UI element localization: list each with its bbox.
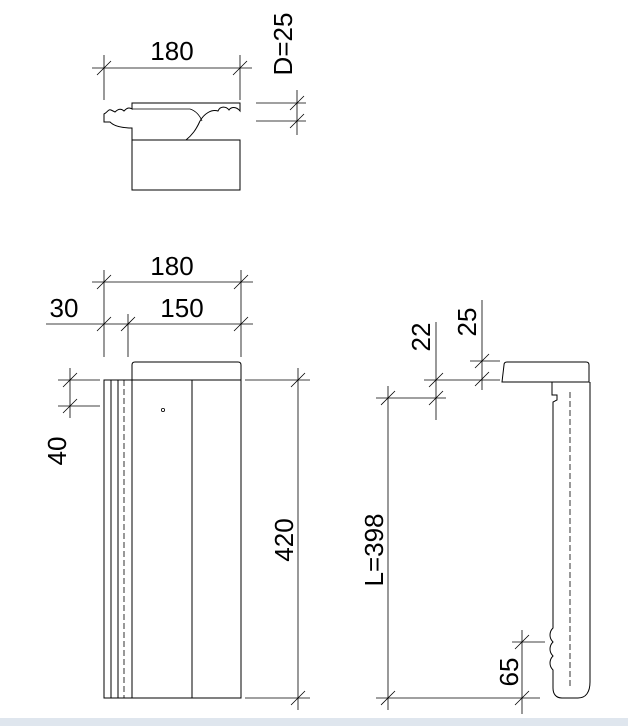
- side-dim-25-tick-2: [474, 371, 490, 387]
- side-dim-22-label: 22: [406, 323, 436, 352]
- top-depth-tick-top: [289, 95, 305, 111]
- side-bottom-label: 65: [494, 658, 524, 687]
- top-width-tick-left: [96, 60, 112, 76]
- side-view: 22 25 L=398 65: [359, 300, 591, 714]
- top-width-tick-right: [232, 60, 248, 76]
- front-width-label: 180: [150, 251, 193, 281]
- bottom-bar: [0, 718, 628, 726]
- top-view-profile: [103, 102, 241, 141]
- front-split-tick-3: [233, 316, 249, 332]
- front-view-hole: [160, 407, 165, 412]
- top-view: 180 D=25: [92, 13, 306, 191]
- front-split-tick-1: [96, 316, 112, 332]
- side-view-body: [549, 382, 591, 699]
- top-view-body: [131, 139, 241, 191]
- side-bottom-tick-top: [514, 634, 530, 650]
- front-right-part-label: 150: [160, 293, 203, 323]
- front-height-tick-top: [290, 372, 306, 388]
- front-offset-tick-bottom: [62, 398, 78, 414]
- front-width-tick-left: [96, 274, 112, 290]
- side-bottom-tick-bottom: [514, 690, 530, 706]
- side-length-label: L=398: [359, 513, 389, 586]
- front-width-tick-right: [233, 274, 249, 290]
- front-height-label: 420: [269, 518, 299, 561]
- front-height-tick-bottom: [290, 690, 306, 706]
- front-offset-label: 40: [42, 437, 72, 466]
- top-depth-label: D=25: [268, 13, 298, 76]
- top-depth-tick-bottom: [289, 113, 305, 129]
- front-offset-tick-top: [62, 372, 78, 388]
- front-left-part-label: 30: [50, 293, 79, 323]
- side-dim-25-label: 25: [452, 308, 482, 337]
- front-view-body: [103, 379, 242, 699]
- front-split-tick-2: [120, 316, 136, 332]
- front-view: 180 30 150 40 420: [42, 251, 310, 710]
- front-view-cap: [131, 361, 242, 380]
- side-view-cap: [501, 361, 590, 383]
- top-width-label: 180: [150, 36, 193, 66]
- side-length-tick-top: [380, 390, 396, 406]
- top-view-inner-edge: [132, 108, 203, 122]
